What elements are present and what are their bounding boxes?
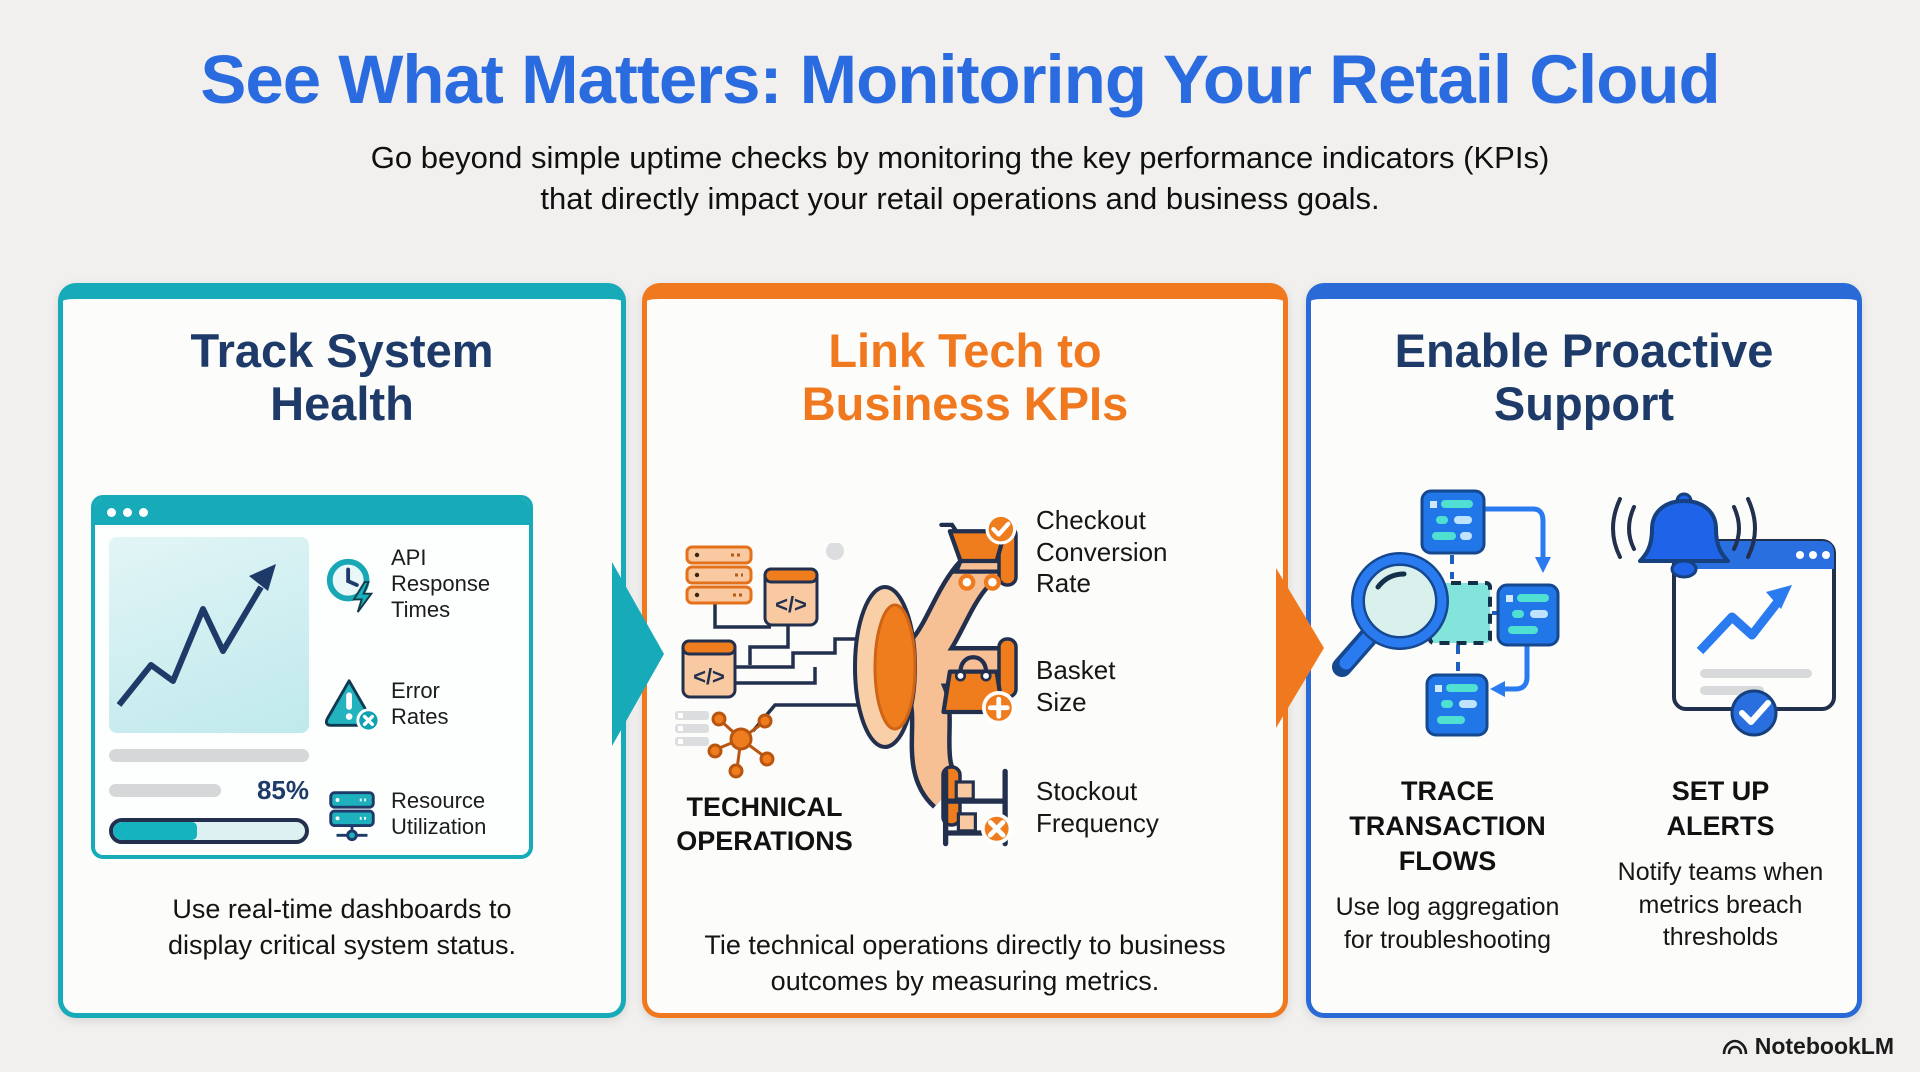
window-dot-icon [139, 507, 148, 517]
panel-link-tech-to-business-kpis: Link Tech to Business KPIs </> [642, 283, 1288, 1018]
flow-arrow-icon [612, 562, 664, 746]
kpi-label: Stockout Frequency [1036, 775, 1159, 838]
funnel-pipes-icon [853, 525, 1018, 827]
dashboard-mockup: 85% API Response Times [91, 495, 533, 859]
feature-heading: SET UP ALERTS [1666, 776, 1775, 842]
kpi-label: Checkout Conversion Rate [1036, 505, 1168, 599]
feature-set-up-alerts: SET UP ALERTS Notify teams when metrics … [1584, 489, 1857, 956]
cart-check-icon [939, 513, 1017, 591]
panel3-title: Enable Proactive Support [1394, 324, 1774, 430]
trend-chart [109, 537, 309, 733]
browser-titlebar [95, 499, 529, 525]
placeholder-bar [109, 749, 309, 762]
trend-line-icon [116, 564, 276, 707]
window-dot-icon [123, 507, 132, 517]
metric-label: Error Rates [391, 677, 449, 729]
magnifier-logs-icon [1332, 489, 1560, 737]
tech-stack-icon: </> </> [675, 543, 875, 779]
notebooklm-logo-icon [1722, 1039, 1748, 1054]
brand-name: NotebookLM [1754, 1033, 1894, 1059]
notebooklm-brand: NotebookLM [1722, 1033, 1894, 1060]
placeholder-bar [109, 784, 221, 797]
progress-fill [113, 822, 198, 840]
feature-caption: Notify teams when metrics breach thresho… [1617, 858, 1824, 952]
clock-lightning-icon [326, 558, 374, 613]
panel-track-system-health: Track System Health [58, 283, 626, 1018]
kpi-label: Basket Size [1036, 654, 1116, 717]
panel2-title: Link Tech to Business KPIs [801, 324, 1129, 430]
svg-text:</>: </> [775, 592, 807, 617]
panel1-caption: Use real-time dashboards to display crit… [167, 894, 517, 961]
kpi-row: Stockout Frequency [935, 765, 1265, 850]
subtitle-line-2: that directly impact your retail operati… [540, 180, 1380, 216]
metric-row: API Response Times [323, 545, 517, 623]
panel1-title: Track System Health [190, 324, 494, 430]
progress-bar [109, 818, 309, 844]
utilization-percent: 85% [256, 775, 309, 805]
feature-heading: TRACE TRANSACTION FLOWS [1349, 776, 1546, 877]
metric-row: Resource Utilization [323, 785, 517, 843]
server-network-icon [329, 791, 375, 841]
kpi-row: Basket Size [935, 644, 1265, 729]
flow-arrow-icon [1276, 568, 1324, 728]
subtitle-line-1: Go beyond simple uptime checks by monito… [370, 140, 1550, 175]
metric-row: Error Rates [323, 675, 517, 733]
stockout-shelf-icon [942, 768, 1013, 847]
page-title: See What Matters: Monitoring Your Retail… [200, 41, 1720, 118]
alert-bell-icon [1610, 492, 1836, 737]
panel-enable-proactive-support: Enable Proactive Support [1306, 283, 1862, 1018]
svg-text:</>: </> [693, 664, 725, 689]
tech-to-kpi-diagram: </> </> [647, 503, 1283, 923]
feature-caption: Use log aggregation for troubleshooting [1335, 893, 1560, 954]
panel2-caption: Tie technical operations directly to bus… [704, 930, 1226, 997]
feature-trace-transaction-flows: TRACE TRANSACTION FLOWS Use log aggregat… [1311, 489, 1584, 956]
page-subtitle: Go beyond simple uptime checks by monito… [0, 138, 1920, 220]
kpi-row: Checkout Conversion Rate [935, 505, 1265, 600]
technical-operations-label: TECHNICAL OPERATIONS [676, 792, 853, 856]
metric-label: Resource Utilization [391, 787, 487, 839]
window-dot-icon [107, 507, 116, 517]
error-warning-icon [324, 679, 381, 733]
bag-plus-icon [941, 655, 1016, 725]
metric-label: API Response Times [391, 545, 491, 622]
